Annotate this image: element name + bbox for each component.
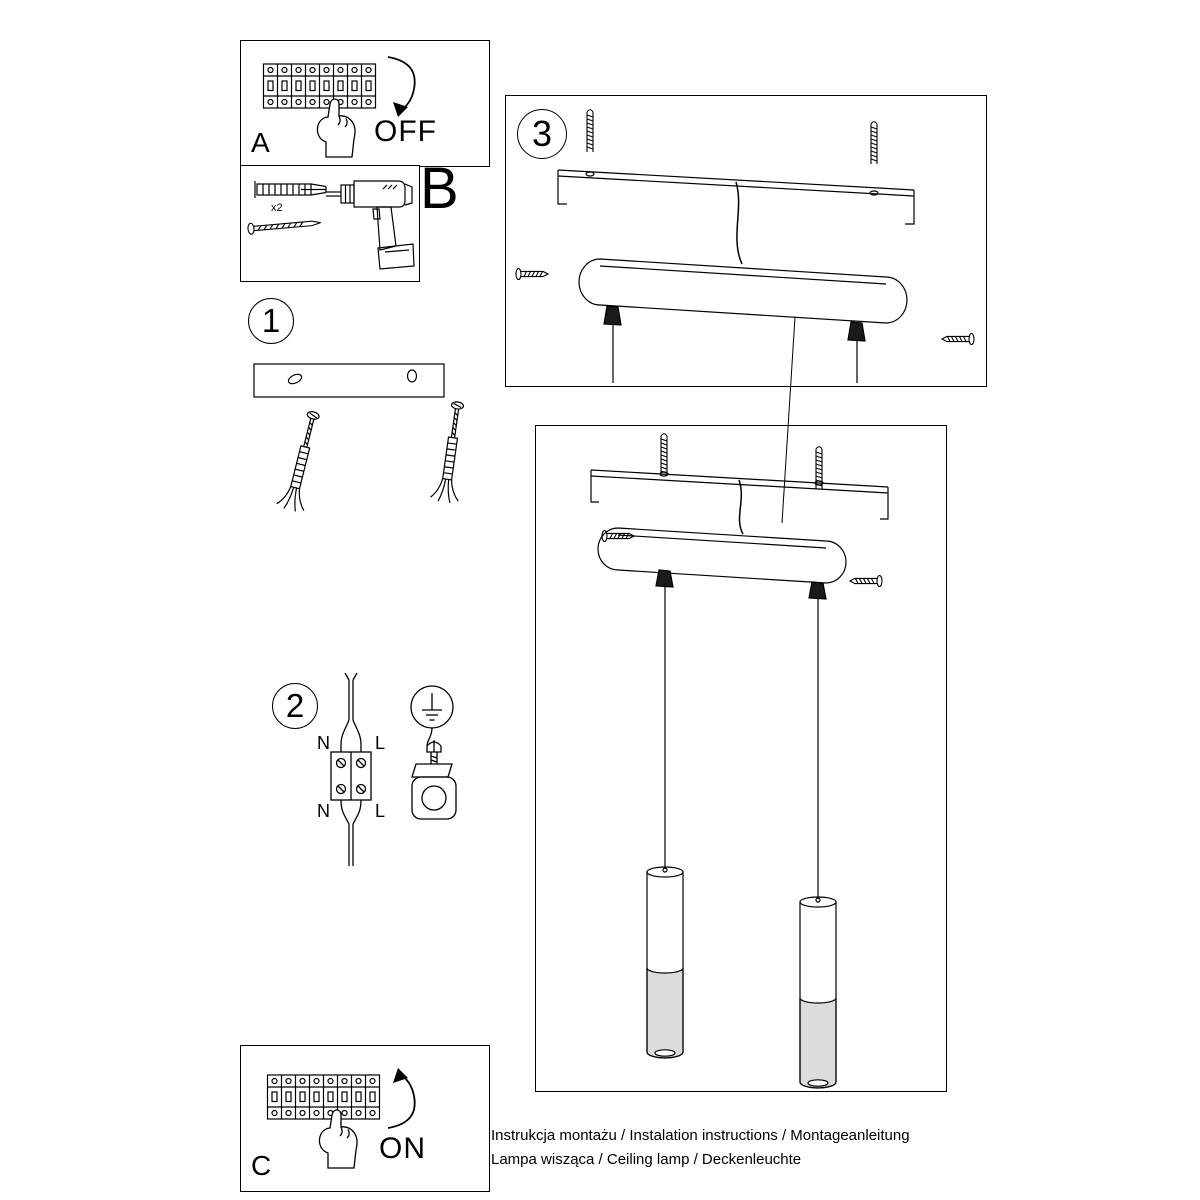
panel-assembly	[535, 425, 947, 1092]
terminal-label-l-top: L	[375, 733, 386, 753]
panel-b: x2	[240, 165, 420, 282]
arrow-up-icon	[387, 1067, 416, 1129]
arrow-down-icon	[387, 56, 416, 118]
exploded-mount-drawing	[515, 109, 975, 383]
footer-line-1: Instrukcja montażu / Instalation instruc…	[491, 1127, 910, 1144]
panel-c: ON C	[240, 1045, 490, 1192]
hand-icon	[316, 98, 356, 158]
footer-line-2: Lampa wisząca / Ceiling lamp / Deckenleu…	[491, 1151, 802, 1168]
terminal-label-n-top: N	[317, 733, 330, 753]
screw-icon	[246, 216, 322, 236]
wall-plug-icon	[254, 180, 327, 199]
step-3-number: 3	[531, 113, 553, 154]
step-2-number: 2	[285, 687, 305, 724]
terminal-label-n-bottom: N	[317, 801, 330, 821]
mounting-plate-anchors-drawing	[253, 363, 473, 514]
step-3-badge: 3	[517, 109, 567, 159]
panel-b-label: B	[420, 156, 459, 221]
panel-step-3	[505, 95, 987, 387]
step-1-badge: 1	[248, 298, 294, 344]
anchor-quantity-label: x2	[271, 202, 283, 214]
terminal-block-wiring-drawing	[330, 672, 372, 866]
drill-icon	[325, 180, 415, 270]
assembled-lamp-drawing	[590, 433, 889, 1089]
off-label: OFF	[374, 115, 437, 148]
ground-connection-drawing	[410, 685, 457, 820]
step-1-number: 1	[261, 302, 281, 339]
step-2-badge: 2	[272, 683, 318, 729]
on-label: ON	[379, 1132, 426, 1165]
terminal-label-l-bottom: L	[375, 801, 386, 821]
hand-icon	[318, 1109, 358, 1169]
panel-a-label: A	[251, 127, 270, 158]
panel-c-label: C	[251, 1150, 272, 1181]
panel-a: OFF A	[240, 40, 490, 167]
